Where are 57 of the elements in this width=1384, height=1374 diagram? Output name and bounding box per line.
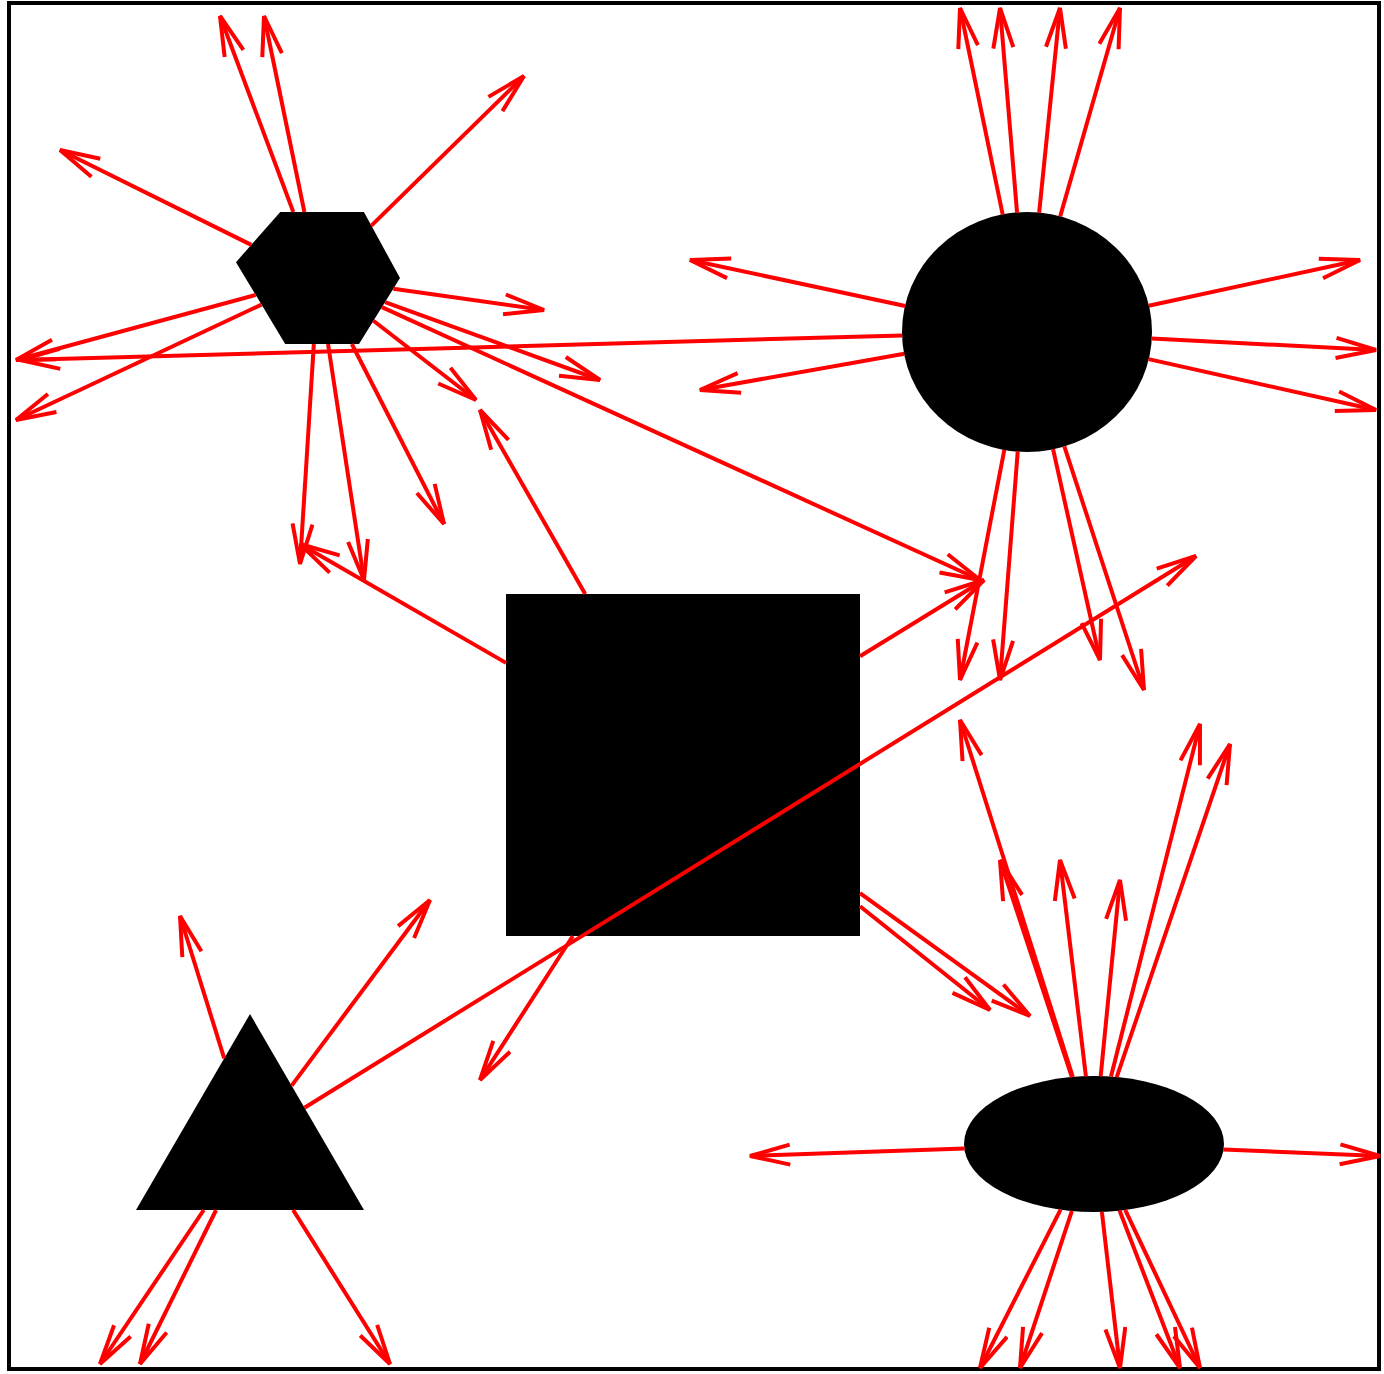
arrow bbox=[958, 718, 1075, 1078]
arrow bbox=[1151, 335, 1378, 360]
arrow bbox=[955, 449, 1007, 682]
arrow bbox=[384, 300, 602, 382]
arrow bbox=[369, 74, 526, 228]
circle-shape bbox=[902, 212, 1152, 452]
arrow bbox=[381, 305, 982, 582]
hexagon-shape bbox=[236, 212, 400, 344]
arrow bbox=[978, 1208, 1063, 1370]
arrow bbox=[14, 293, 257, 362]
arrow bbox=[478, 408, 587, 595]
arrow bbox=[14, 302, 263, 422]
arrow bbox=[393, 286, 546, 317]
arrow bbox=[1018, 1210, 1074, 1370]
arrow bbox=[1117, 1209, 1182, 1370]
arrow bbox=[478, 934, 575, 1082]
arrow bbox=[290, 898, 432, 1087]
arrow bbox=[58, 148, 253, 247]
triangle-shape bbox=[136, 1014, 364, 1210]
arrow bbox=[858, 891, 1032, 1018]
arrow bbox=[1058, 6, 1122, 217]
arrow bbox=[372, 319, 478, 402]
arrow bbox=[1223, 1142, 1382, 1167]
arrow bbox=[350, 343, 446, 526]
arrow bbox=[303, 554, 1198, 1110]
ellipse-shape bbox=[964, 1076, 1224, 1212]
arrow bbox=[1037, 6, 1068, 213]
arrow bbox=[1052, 858, 1088, 1077]
arrow bbox=[858, 578, 986, 658]
arrow bbox=[1109, 722, 1202, 1078]
arrow bbox=[326, 343, 370, 582]
arrow bbox=[1148, 357, 1378, 414]
arrow bbox=[1148, 256, 1362, 308]
arrow bbox=[688, 256, 906, 308]
arrow bbox=[290, 343, 316, 566]
arrow bbox=[1123, 1209, 1202, 1370]
arrow bbox=[178, 914, 227, 1059]
arrow bbox=[138, 1209, 218, 1366]
arrow bbox=[260, 14, 307, 213]
arrow bbox=[998, 858, 1074, 1078]
arrow bbox=[991, 451, 1020, 682]
arrow bbox=[1098, 878, 1129, 1077]
arrow bbox=[18, 333, 903, 371]
arrow bbox=[956, 6, 1005, 215]
arrow bbox=[1099, 1211, 1128, 1370]
arrow bbox=[98, 1208, 206, 1366]
arrow bbox=[298, 542, 507, 665]
arrow bbox=[858, 904, 992, 1012]
arrow bbox=[1062, 445, 1146, 692]
arrow bbox=[1051, 448, 1104, 662]
arrow bbox=[698, 351, 905, 395]
arrow bbox=[218, 14, 296, 213]
square-shape bbox=[506, 594, 860, 936]
arrow bbox=[291, 1208, 392, 1366]
arrow bbox=[1114, 742, 1232, 1078]
arrow bbox=[748, 1142, 965, 1167]
arrow bbox=[991, 6, 1020, 213]
